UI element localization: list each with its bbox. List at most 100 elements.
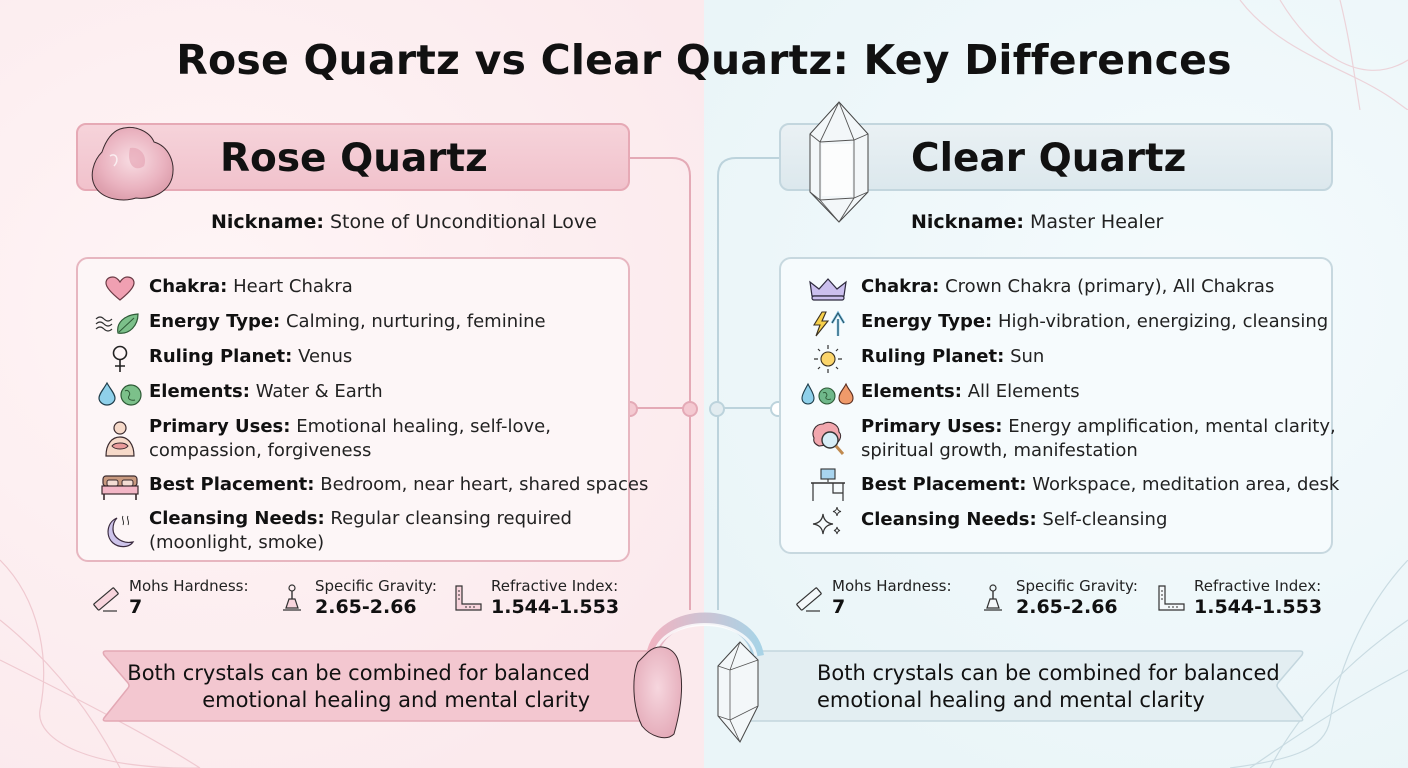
scale-weight-icon [283, 584, 301, 611]
clear-quartz-nickname: Nickname: Master Healer [911, 211, 1163, 233]
property-label: Elements: [861, 381, 962, 402]
clear-property-ruling-planet: Ruling Planet: Sun [798, 345, 1045, 373]
property-label: Elements: [149, 381, 250, 402]
stat-value: 1.544-1.553 [1194, 596, 1323, 618]
banner-line-2: emotional healing and mental clarity [817, 688, 1205, 712]
water-earth-fire-icon [798, 380, 858, 408]
scale-weight-icon [984, 584, 1002, 611]
desk-icon [798, 467, 858, 503]
self-love-person-icon [90, 419, 150, 459]
wave-leaf-icon [90, 310, 150, 338]
stat-specific-gravity: Specific Gravity: 2.65-2.66 [277, 577, 453, 621]
rose-property-best-placement: Best Placement: Bedroom, near heart, sha… [90, 473, 649, 500]
property-value: Energy amplification, mental clarity, [1008, 416, 1336, 437]
property-value: Heart Chakra [233, 276, 353, 297]
property-label: Energy Type: [149, 311, 281, 332]
property-label: Primary Uses: [149, 416, 291, 437]
property-value: Venus [298, 346, 353, 367]
property-label: Cleansing Needs: [861, 509, 1037, 530]
property-value: Workspace, meditation area, desk [1032, 474, 1340, 495]
clear-property-energy-type: Energy Type: High-vibration, energizing,… [798, 310, 1329, 337]
nickname-label: Nickname: [211, 211, 324, 233]
stat-mohs-hardness: Mohs Hardness: 7 [91, 577, 277, 621]
stat-label: Specific Gravity: [315, 577, 437, 595]
clear-property-elements: Elements: All Elements [798, 380, 1080, 405]
page-title: Rose Quartz vs Clear Quartz: Key Differe… [176, 36, 1232, 84]
stat-refractive-index: Refractive Index: 1.544-1.553 [453, 577, 633, 621]
clear-quartz-properties-card [779, 257, 1333, 554]
water-earth-icon [90, 380, 150, 408]
property-label: Cleansing Needs: [149, 508, 325, 529]
rose-property-primary-uses: Primary Uses: Emotional healing, self-lo… [90, 415, 551, 463]
sun-icon [798, 345, 858, 373]
property-value-continued: spiritual growth, manifestation [861, 440, 1138, 461]
banner-line-2: emotional healing and mental clarity [202, 688, 590, 712]
rose-property-ruling-planet: Ruling Planet: Venus [90, 345, 353, 372]
nickname-value: Master Healer [1030, 211, 1164, 233]
property-label: Best Placement: [861, 474, 1027, 495]
rose-quartz-nickname: Nickname: Stone of Unconditional Love [211, 211, 597, 233]
bed-icon [90, 473, 150, 501]
clear-property-best-placement: Best Placement: Workspace, meditation ar… [798, 468, 1340, 501]
property-value: Regular cleansing required [330, 508, 572, 529]
rose-property-energy-type: Energy Type: Calming, nurturing, feminin… [90, 310, 546, 334]
property-value: Sun [1010, 346, 1045, 367]
property-label: Chakra: [861, 276, 940, 297]
stat-label: Mohs Hardness: [832, 577, 952, 595]
property-value: Emotional healing, self-love, [296, 416, 551, 437]
property-value: All Elements [967, 381, 1080, 402]
heart-icon [90, 275, 150, 303]
stat-value: 2.65-2.66 [315, 596, 417, 618]
rose-banner-text: Both crystals can be combined for balanc… [120, 660, 590, 714]
sparkles-icon [798, 506, 858, 538]
lightning-arrow-icon [798, 310, 858, 338]
stat-label: Refractive Index: [1194, 577, 1322, 595]
property-label: Ruling Planet: [861, 346, 1005, 367]
property-label: Ruling Planet: [149, 346, 293, 367]
property-value-continued: (moonlight, smoke) [149, 532, 325, 553]
crown-icon [798, 275, 858, 303]
banner-line-1: Both crystals can be combined for balanc… [817, 661, 1280, 685]
stat-value: 1.544-1.553 [491, 596, 620, 618]
connector-node [709, 401, 725, 417]
stat-value: 2.65-2.66 [1016, 596, 1118, 618]
stat-refractive-index: Refractive Index: 1.544-1.553 [1156, 577, 1336, 621]
property-label: Primary Uses: [861, 416, 1003, 437]
stat-value: 7 [129, 596, 143, 618]
property-value: High-vibration, energizing, cleansing [997, 311, 1329, 332]
property-value: Water & Earth [255, 381, 383, 402]
moon-smoke-icon [90, 511, 150, 551]
connector-node [682, 401, 698, 417]
property-label: Energy Type: [861, 311, 993, 332]
property-value: Bedroom, near heart, shared spaces [320, 474, 649, 495]
clear-property-chakra: Chakra: Crown Chakra (primary), All Chak… [798, 275, 1274, 301]
stat-label: Specific Gravity: [1016, 577, 1138, 595]
property-value-continued: compassion, forgiveness [149, 440, 372, 461]
venus-symbol-icon [90, 345, 150, 373]
rose-property-chakra: Chakra: Heart Chakra [90, 275, 353, 301]
stat-label: Mohs Hardness: [129, 577, 249, 595]
set-square-icon [455, 585, 482, 611]
stat-mohs-hardness: Mohs Hardness: 7 [794, 577, 978, 621]
ruler-icon [796, 587, 822, 612]
clear-banner-text: Both crystals can be combined for balanc… [817, 660, 1287, 714]
clear-property-primary-uses: Primary Uses: Energy amplification, ment… [798, 415, 1336, 463]
stat-value: 7 [832, 596, 846, 618]
nickname-value: Stone of Unconditional Love [330, 211, 597, 233]
rose-property-cleansing-needs: Cleansing Needs: Regular cleansing requi… [90, 507, 572, 555]
clear-property-cleansing-needs: Cleansing Needs: Self-cleansing [798, 506, 1168, 535]
set-square-icon [1158, 585, 1185, 611]
brain-magnifier-icon [798, 419, 858, 459]
clear-banner-ribbon [750, 650, 1304, 722]
rose-quartz-properties-card [76, 257, 630, 562]
nickname-label: Nickname: [911, 211, 1024, 233]
banner-line-1: Both crystals can be combined for balanc… [127, 661, 590, 685]
rose-property-elements: Elements: Water & Earth [90, 380, 383, 406]
ruler-icon [93, 587, 119, 612]
clear-quartz-title: Clear Quartz [911, 136, 1187, 181]
property-label: Best Placement: [149, 474, 315, 495]
property-label: Chakra: [149, 276, 228, 297]
property-value: Self-cleansing [1042, 509, 1168, 530]
stat-label: Refractive Index: [491, 577, 619, 595]
clear-physical-stats: Mohs Hardness: 7 Specific Gravity: 2.65-… [794, 577, 1336, 621]
